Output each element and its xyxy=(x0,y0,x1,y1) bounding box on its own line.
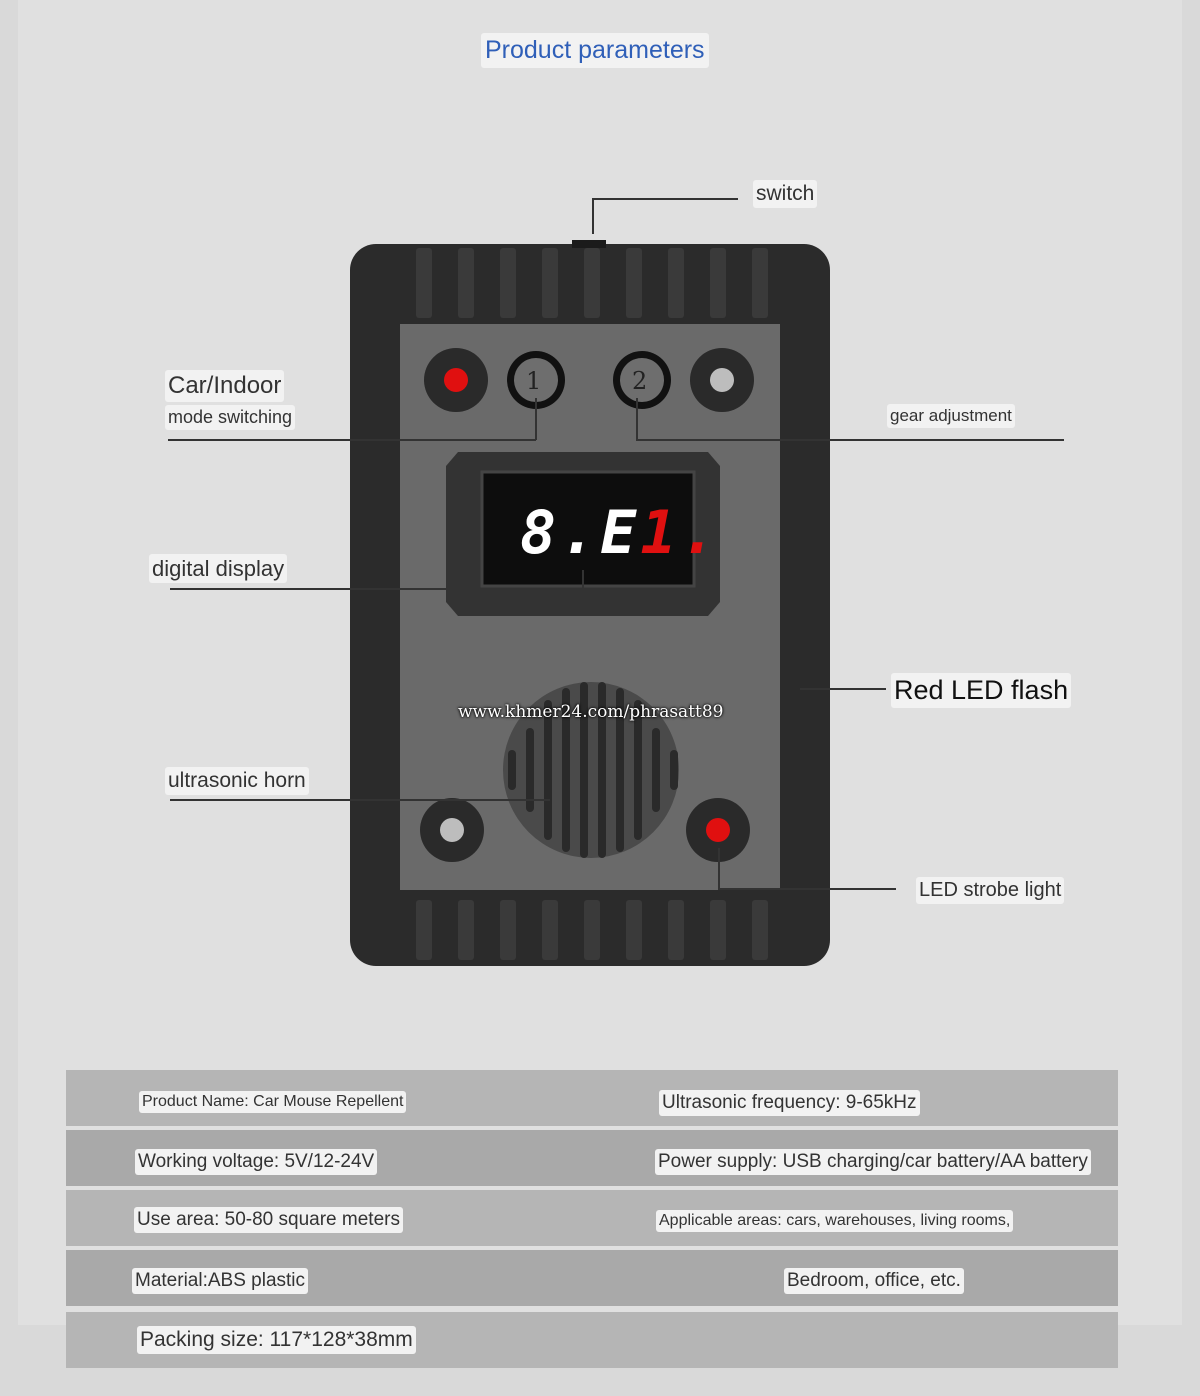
digital-display-label: digital display xyxy=(149,554,288,584)
gear-line-h xyxy=(636,439,1064,441)
strobe-line-v xyxy=(718,848,720,890)
spec-applicable-areas: Applicable areas: cars, warehouses, livi… xyxy=(656,1210,1014,1233)
spec-power-supply: Power supply: USB charging/car battery/A… xyxy=(655,1149,1091,1175)
spec-applicable-areas-cont: Bedroom, office, etc. xyxy=(784,1268,964,1294)
switch-line-v xyxy=(592,198,594,234)
display-line-h xyxy=(170,588,582,590)
button-2-label: 2 xyxy=(632,367,648,395)
car-indoor-label: Car/Indoor xyxy=(165,370,285,402)
display-line-v xyxy=(582,570,584,590)
gear-adjustment-label: gear adjustment xyxy=(887,404,1015,428)
strobe-line-h xyxy=(718,888,896,890)
spec-use-area: Use area: 50-80 square meters xyxy=(134,1207,403,1233)
spec-ultrasonic-frequency: Ultrasonic frequency: 9-65kHz xyxy=(659,1090,920,1116)
spec-product-name: Product Name: Car Mouse Repellent xyxy=(139,1091,407,1114)
page-title: Product parameters xyxy=(481,33,709,68)
mode-line-h xyxy=(168,439,536,441)
switch-label: switch xyxy=(753,180,818,209)
display-white-digits: 8.E xyxy=(520,498,641,568)
switch-line-h xyxy=(593,198,738,200)
red-led-line xyxy=(800,688,886,690)
red-led-flash-label: Red LED flash xyxy=(891,673,1072,709)
device-illustration xyxy=(346,240,834,970)
display-red-digit: 1. xyxy=(640,498,721,568)
mode-switching-label: mode switching xyxy=(165,405,296,430)
watermark: www.khmer24.com/phrasatt89 xyxy=(458,702,724,722)
spec-working-voltage: Working voltage: 5V/12-24V xyxy=(135,1149,378,1175)
button-1-label: 1 xyxy=(526,367,542,395)
ultrasonic-horn-label: ultrasonic horn xyxy=(165,767,309,796)
spec-packing-size: Packing size: 117*128*38mm xyxy=(137,1326,416,1355)
spec-material: Material:ABS plastic xyxy=(132,1268,309,1294)
mode-line-v xyxy=(535,398,537,440)
gear-line-v xyxy=(636,398,638,440)
led-strobe-light-label: LED strobe light xyxy=(916,877,1065,904)
digital-display-readout: 8.E1. xyxy=(520,498,721,568)
horn-line xyxy=(170,799,550,801)
